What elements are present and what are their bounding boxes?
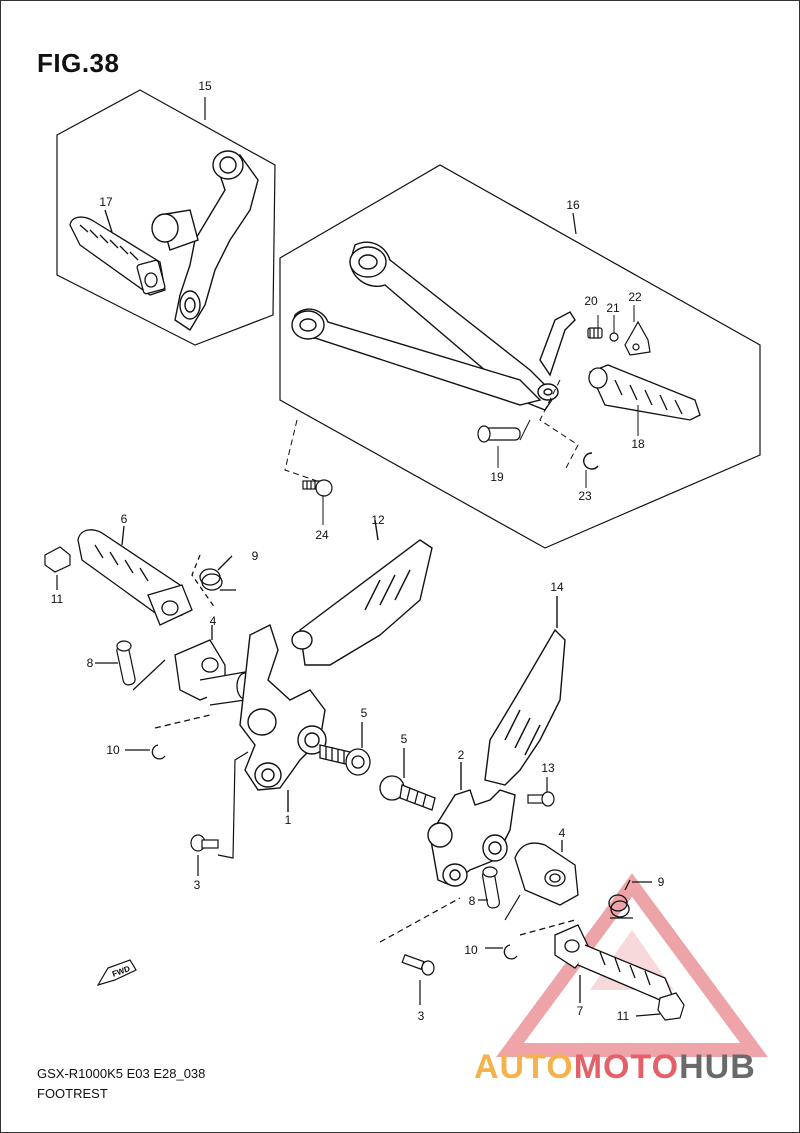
bracket-4-lower (514, 840, 579, 906)
callout-11-lower: 11 (616, 1009, 630, 1023)
bolt-5-lower (379, 748, 436, 811)
callout-11-upper: 11 (50, 592, 64, 606)
callout-3-upper: 3 (193, 878, 201, 892)
callout-6: 6 (120, 512, 128, 526)
watermark-logo: AUTOMOTOHUB (474, 1048, 756, 1087)
kit-15-box (56, 89, 276, 346)
spring-9-lower (608, 879, 652, 919)
callout-14: 14 (550, 580, 564, 594)
clip-10-lower (485, 919, 576, 960)
assembly-lines-upper (284, 305, 639, 525)
callout-8-lower: 8 (468, 894, 476, 908)
callout-4-upper: 4 (209, 614, 217, 628)
watermark-part-1: AUTO (474, 1048, 574, 1086)
callout-7: 7 (576, 1004, 584, 1018)
callout-9-lower: 9 (657, 875, 665, 889)
screw-3-upper (190, 751, 249, 876)
callout-10-upper: 10 (106, 743, 120, 757)
kit-15-bracket (151, 150, 259, 331)
callout-20: 20 (584, 294, 598, 308)
screw-13 (527, 777, 555, 807)
watermark-part-3: HUB (679, 1048, 756, 1086)
callout-13: 13 (541, 761, 555, 775)
clip-10-upper (125, 714, 211, 760)
figure-title: FIG.38 (37, 48, 120, 78)
callout-17: 17 (99, 195, 113, 209)
bracket-2 (427, 762, 516, 887)
callout-1: 1 (284, 813, 292, 827)
footpeg-18 (588, 364, 701, 421)
section-name: FOOTREST (37, 1086, 108, 1101)
spring-9-upper (191, 554, 236, 609)
heel-guard-12 (291, 519, 433, 666)
callout-8-upper: 8 (86, 656, 94, 670)
callout-15: 15 (198, 79, 212, 93)
screw-24 (302, 479, 333, 497)
callout-23: 23 (578, 489, 592, 503)
callout-19: 19 (490, 470, 504, 484)
footpeg-7 (554, 924, 673, 1003)
callout-12: 12 (371, 513, 385, 527)
bolt-5-upper (319, 722, 371, 776)
callout-3-lower: 3 (417, 1009, 425, 1023)
pin-8-lower (478, 866, 521, 921)
footpeg-17 (69, 209, 166, 296)
callout-2: 2 (457, 748, 465, 762)
callout-21: 21 (606, 301, 620, 315)
small-parts-20-21-22 (587, 320, 651, 356)
kit-16-box (279, 164, 761, 549)
callout-24: 24 (315, 528, 329, 542)
kit-16-bracket (291, 241, 576, 411)
clip-23 (583, 452, 599, 470)
callout-4-lower: 4 (558, 826, 566, 840)
pin-8-upper (95, 640, 166, 691)
footpeg-6 (77, 525, 193, 626)
watermark-part-2: MOTO (573, 1048, 680, 1086)
pin-19 (477, 425, 521, 443)
callout-5-lower: 5 (400, 732, 408, 746)
callout-16: 16 (566, 198, 580, 212)
cap-nut-11-lower (635, 992, 685, 1021)
model-code: GSX-R1000K5 E03 E28_038 (37, 1066, 206, 1081)
main-bracket-1 (239, 624, 327, 812)
heel-guard-14 (484, 596, 566, 786)
screw-3-lower (379, 897, 461, 1005)
callout-10-lower: 10 (464, 943, 478, 957)
fwd-arrow: FWD (96, 959, 137, 987)
cap-nut-11 (44, 546, 71, 590)
callout-5-upper: 5 (360, 706, 368, 720)
callout-9-upper: 9 (251, 549, 259, 563)
callout-18: 18 (631, 437, 645, 451)
bracket-4-upper (174, 625, 256, 706)
callout-22: 22 (628, 290, 642, 304)
